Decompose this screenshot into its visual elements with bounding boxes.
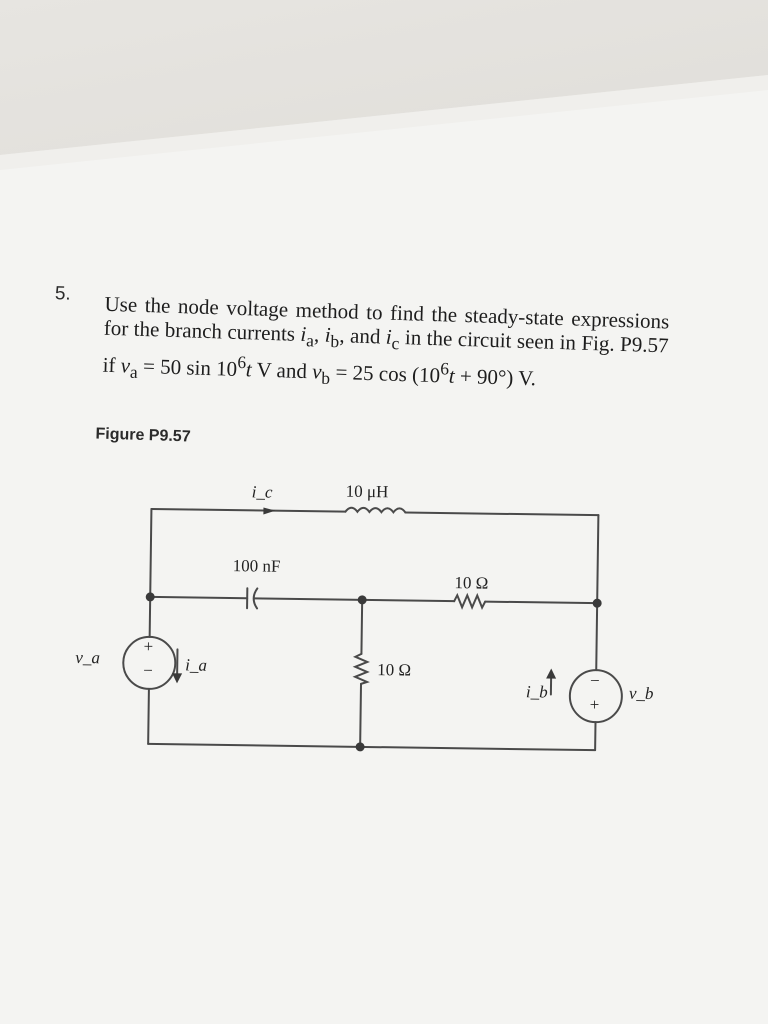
figure-label: Figure P9.57 <box>95 425 191 446</box>
source-a-minus: − <box>143 660 153 680</box>
problem-statement: Use the node voltage method to find the … <box>102 291 670 391</box>
current-b-label: i_b <box>525 682 548 702</box>
circuit-diagram: 10 μH 100 nF 10 Ω 10 Ω v_a v_b i_c i_a i… <box>75 468 704 787</box>
right-resistor-label: 10 Ω <box>454 573 489 593</box>
source-a-plus: + <box>143 636 154 656</box>
middle-resistor-label: 10 Ω <box>377 660 412 680</box>
source-b-minus: − <box>589 671 600 691</box>
problem-number: 5. <box>54 283 72 305</box>
current-a-label: i_a <box>185 655 208 675</box>
current-c-label: i_c <box>251 482 273 502</box>
capacitor-label: 100 nF <box>232 556 281 576</box>
inductor-label: 10 μH <box>345 481 389 502</box>
circuit-wires <box>122 506 623 752</box>
source-a-label: v_a <box>75 647 101 668</box>
source-b-label: v_b <box>628 683 654 703</box>
source-b-plus: + <box>589 695 600 715</box>
